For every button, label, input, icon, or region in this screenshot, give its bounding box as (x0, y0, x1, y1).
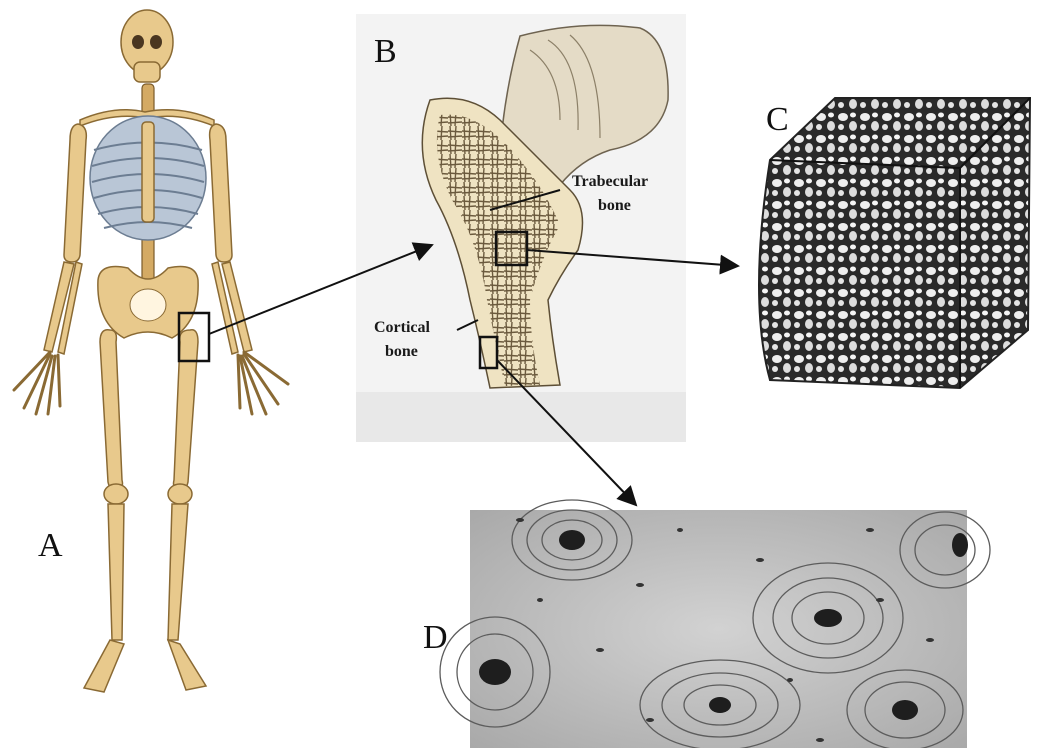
trabecular-bone-label-line1: Trabecular (572, 173, 648, 190)
rib-cage (90, 116, 206, 240)
panel-a-skeleton (14, 10, 288, 692)
trabecular-bone-label-line2: bone (598, 197, 631, 214)
panel-a-letter: A (38, 527, 63, 564)
cortical-bone-label-line2: bone (385, 343, 418, 360)
right-hand (238, 352, 288, 414)
panel-d-osteon-micrograph (440, 500, 990, 748)
cortical-bone-label-line1: Cortical (374, 319, 431, 336)
panel-c-letter: C (766, 101, 789, 138)
panel-c-trabecular-cube (759, 98, 1030, 388)
panel-b-femur-section: Trabecular bone Cortical bone (356, 14, 686, 442)
panel-d-letter: D (423, 619, 448, 656)
femur-right (174, 330, 199, 491)
panel-b-letter: B (374, 33, 397, 70)
femur-left (100, 330, 123, 491)
left-hand (14, 352, 60, 414)
